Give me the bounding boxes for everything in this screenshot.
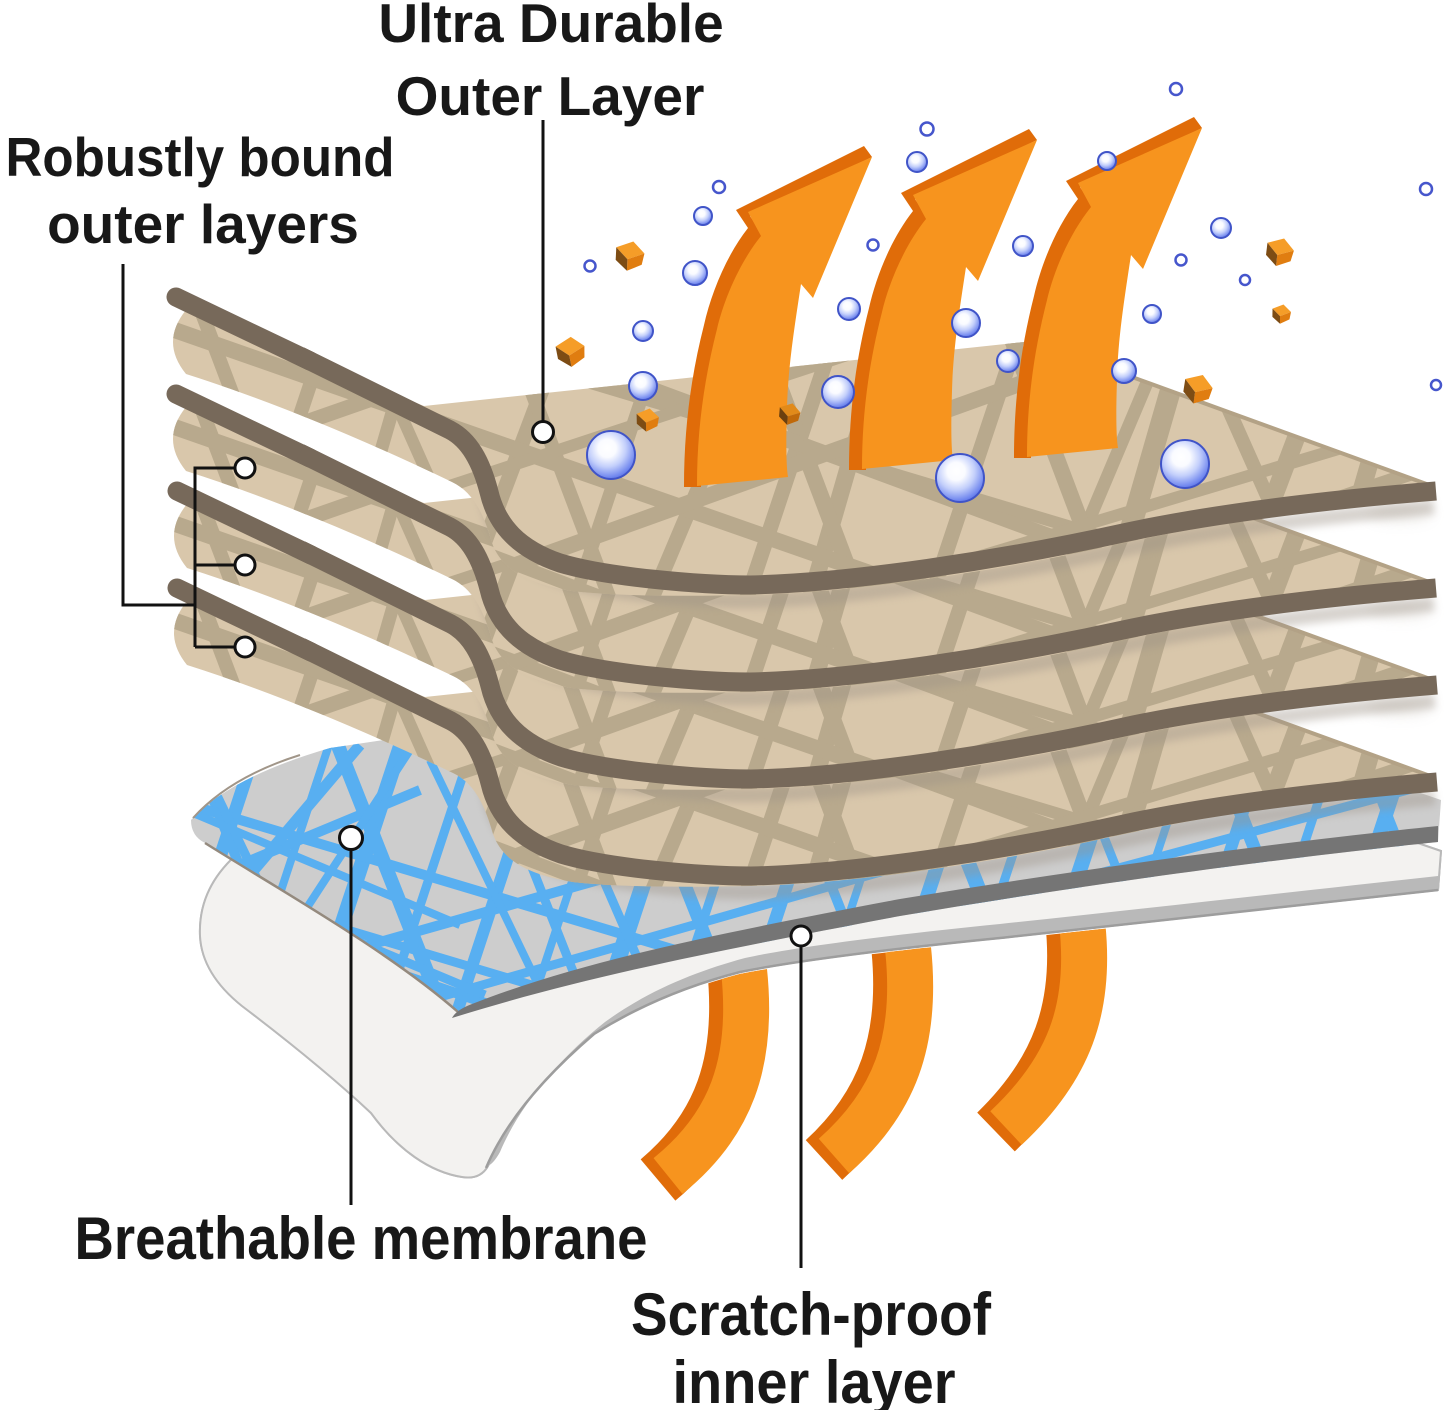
svg-text:outer layers: outer layers [47, 193, 359, 255]
svg-text:inner layer: inner layer [673, 1349, 956, 1410]
svg-text:Breathable membrane: Breathable membrane [75, 1205, 648, 1272]
svg-text:Ultra Durable: Ultra Durable [378, 0, 723, 54]
svg-text:Robustly bound: Robustly bound [6, 126, 395, 188]
svg-text:Outer Layer: Outer Layer [396, 65, 705, 127]
svg-text:Scratch-proof: Scratch-proof [631, 1281, 992, 1348]
